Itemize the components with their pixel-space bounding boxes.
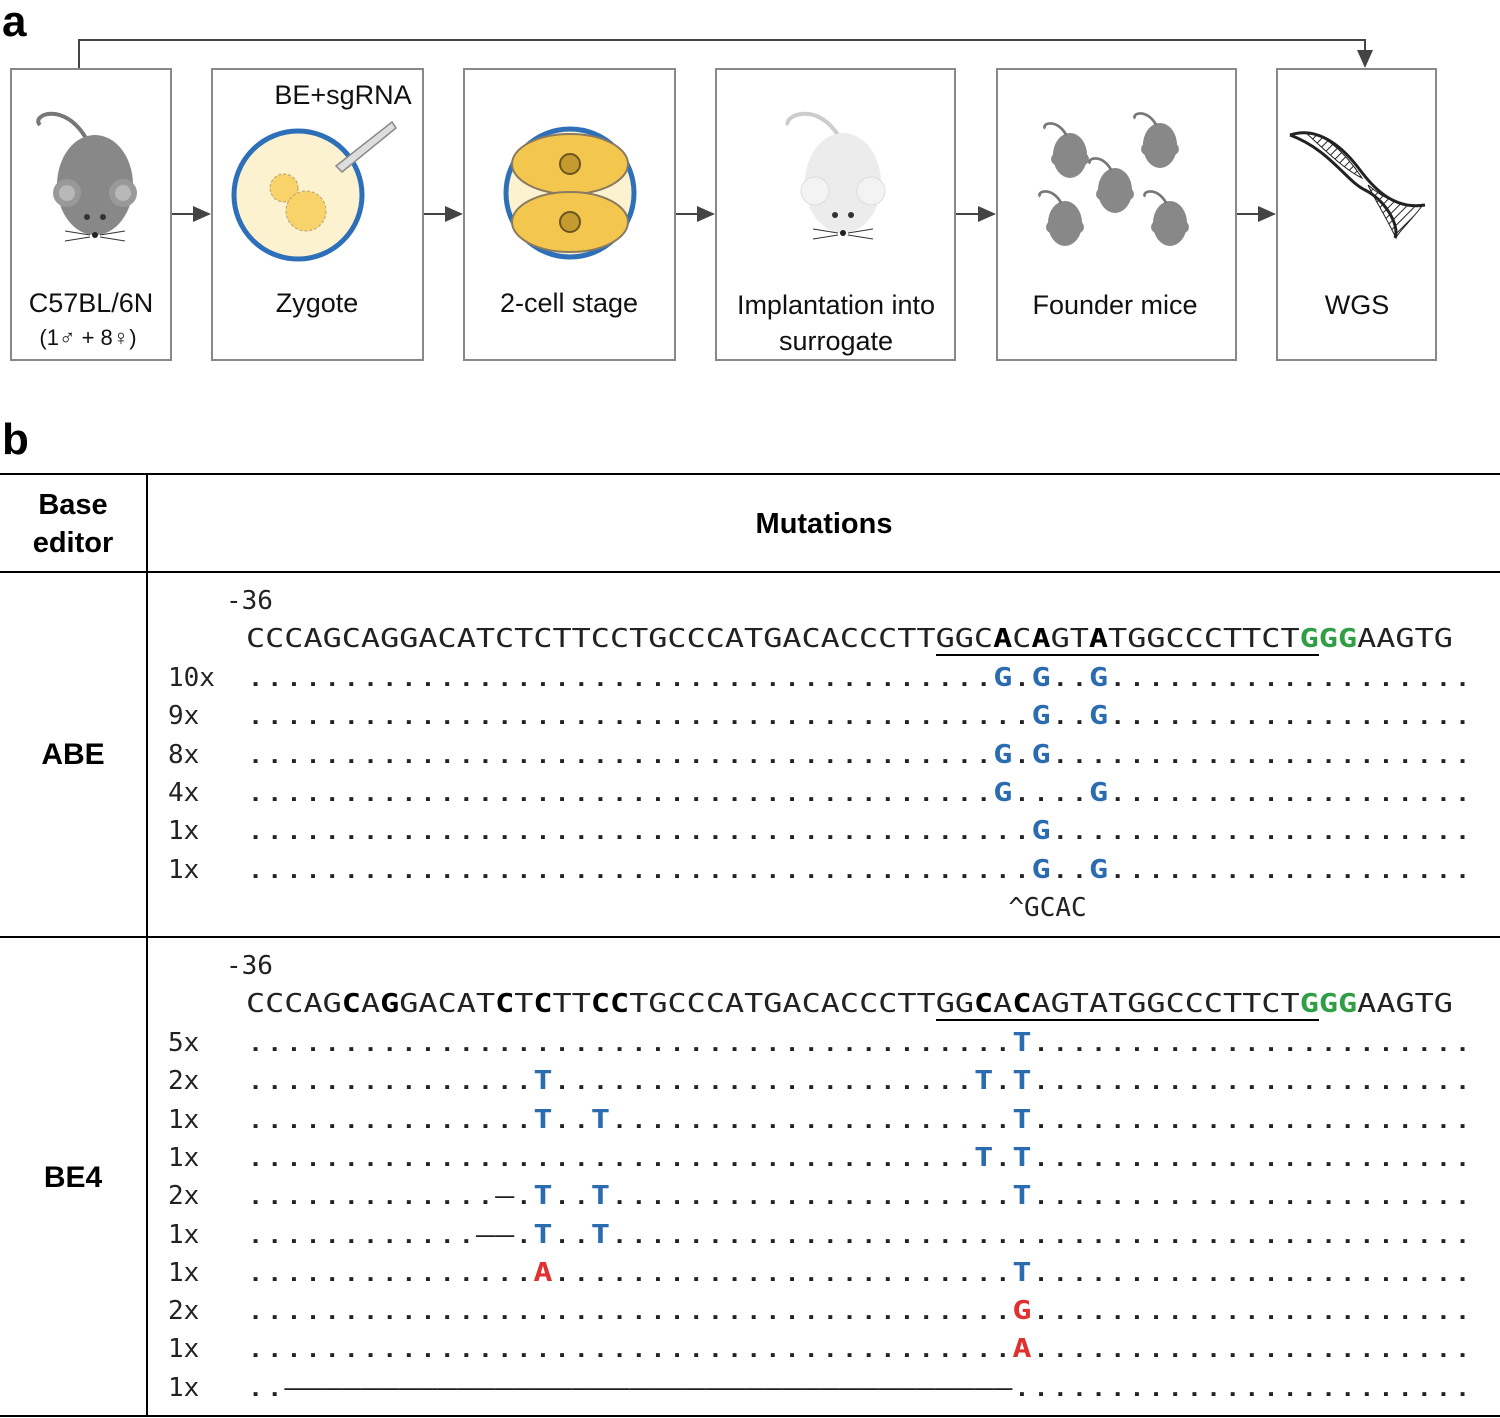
step-label-5: Founder mice: [1032, 290, 1197, 320]
bypass-arrow: [78, 39, 1373, 68]
step-label-2: Zygote: [276, 288, 359, 318]
be4-read-count: 2x: [168, 1181, 200, 1212]
abe-position-label: -36: [226, 586, 273, 616]
abe-read-row: .......................................G…: [246, 739, 1473, 770]
abe-read-count: 8x: [168, 739, 200, 770]
abe-read-row: ........................................…: [246, 701, 1473, 732]
abe-read-row: .......................................G…: [246, 777, 1473, 808]
table-mid-rule: [0, 936, 1500, 938]
be4-protospacer-underline: [935, 1019, 1319, 1021]
abe-read-count: 4x: [168, 777, 200, 808]
abe-read-row: ........................................…: [246, 854, 1473, 885]
be4-read-count: 1x: [168, 1219, 200, 1250]
table-bottom-rule: [0, 1415, 1500, 1417]
be4-read-count: 2x: [168, 1296, 200, 1327]
be4-read-count: 1x: [168, 1104, 200, 1135]
be4-read-row: ......................................T.…: [246, 1142, 1473, 1173]
editor-abe: ABE: [41, 738, 105, 771]
be4-read-row: ..––––––––––––––––––––––––––––––––––––––…: [246, 1372, 1473, 1403]
abe-read-count: 10x: [168, 663, 215, 693]
step-sublabel-4: surrogate: [779, 326, 893, 356]
be4-read-count: 1x: [168, 1257, 200, 1288]
founder-mice-icon: [1038, 112, 1189, 246]
be4-position-label: -36: [226, 951, 273, 981]
abe-read-row: ........................................…: [246, 816, 1473, 847]
panel-b-label: b: [2, 415, 29, 464]
step-label-6: WGS: [1325, 290, 1390, 320]
editor-be4: BE4: [43, 1161, 103, 1194]
be4-read-count: 1x: [168, 1142, 200, 1173]
col2-header: Mutations: [755, 508, 893, 540]
abe-read-count: 1x: [168, 854, 200, 885]
two-cell-icon: [503, 126, 637, 260]
dna-helix-icon: [1289, 131, 1426, 240]
step-box-5: [996, 68, 1237, 361]
step-sublabel-1: (1♂ + 8♀): [39, 325, 136, 350]
abe-read-count: 1x: [168, 816, 200, 847]
abe-read-count: 9x: [168, 701, 200, 732]
abe-insertion-label: ^GCAC: [1008, 892, 1087, 923]
be4-read-row: ...............T..T.....................…: [246, 1104, 1473, 1135]
abe-read-row: .......................................G…: [246, 663, 1473, 693]
be4-read-row: ............––.T..T.....................…: [246, 1219, 1473, 1250]
panel-a-label: a: [2, 0, 27, 46]
be4-read-row: ........................................…: [246, 1334, 1473, 1365]
be4-read-count: 1x: [168, 1372, 200, 1403]
be4-read-row: ........................................…: [246, 1296, 1473, 1327]
injection-label: BE+sgRNA: [274, 80, 411, 110]
be4-read-row: ........................................…: [246, 1028, 1473, 1058]
table-top-rule: [0, 473, 1500, 475]
be4-read-count: 2x: [168, 1066, 200, 1097]
be4-read-row: ...............A........................…: [246, 1257, 1473, 1288]
be4-read-count: 1x: [168, 1334, 200, 1365]
surrogate-mouse-icon: [785, 111, 886, 240]
zygote-icon: BE+sgRNA: [231, 80, 412, 262]
step-label-1: C57BL/6N: [29, 288, 154, 318]
be4-read-row: .............–.T..T.....................…: [246, 1181, 1473, 1212]
step-label-4: Implantation into: [737, 290, 935, 320]
be4-reference-sequence: CCCAGCAGGACATCTCTTCCTGCCCATGACACCCTTGGCA…: [246, 989, 1453, 1019]
be4-read-row: ...............T......................T.…: [246, 1066, 1473, 1097]
abe-protospacer-underline: [935, 654, 1319, 656]
workflow-diagram: BE+sgRNA C57BL/6N (1♂ + 8♀) Zygo: [10, 39, 1437, 361]
be4-read-count: 5x: [168, 1028, 200, 1058]
table-column-divider: [146, 473, 148, 1417]
table-header-rule: [0, 571, 1500, 573]
mouse-icon: [36, 111, 137, 242]
step-label-3: 2-cell stage: [500, 288, 638, 318]
abe-reference-sequence: CCCAGCAGGACATCTCTTCCTGCCCATGACACCCTTGGCA…: [246, 624, 1453, 654]
